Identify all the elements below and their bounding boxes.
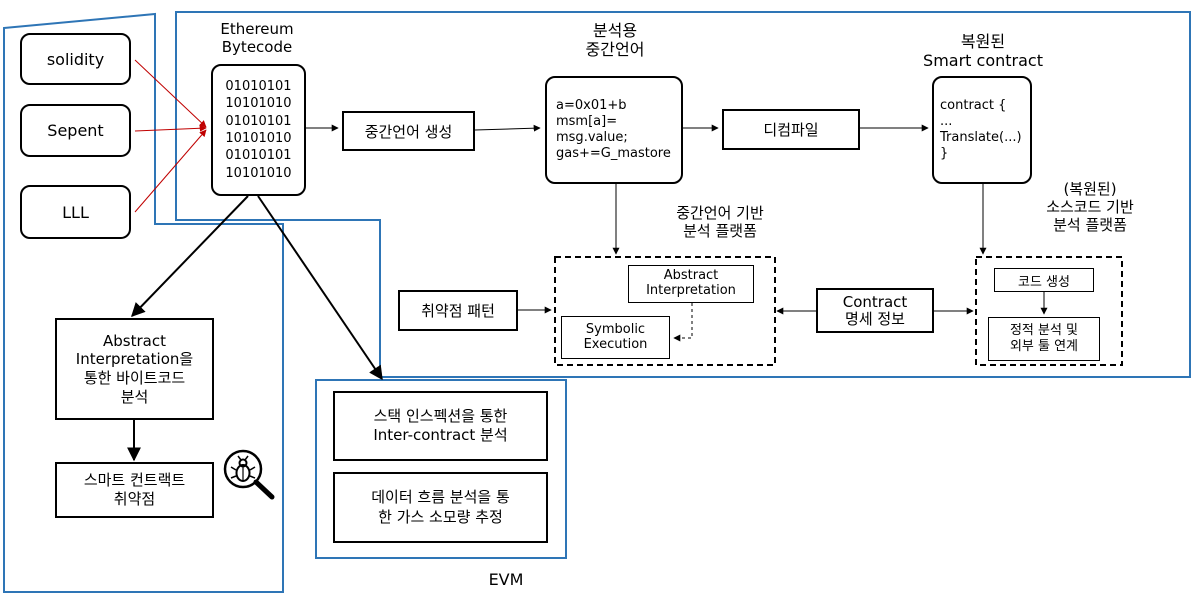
arrow-solidity bbox=[134, 59, 207, 128]
abstract-label: Abstract Interpretation bbox=[646, 268, 736, 298]
solidity-box: solidity bbox=[20, 33, 131, 85]
arrow-bytecode-evm bbox=[257, 195, 383, 381]
arrow-abstract-symbolic bbox=[673, 303, 693, 342]
src-platform-title: (복원된) 소스코드 기반 분석 플랫폼 bbox=[1046, 180, 1134, 234]
ir-gen-box: 중간언어 생성 bbox=[342, 111, 475, 151]
decompile-box: 디컴파일 bbox=[722, 109, 860, 150]
arrow-lll bbox=[134, 129, 207, 213]
evm-label: EVM bbox=[488, 570, 524, 589]
decompile-label: 디컴파일 bbox=[763, 121, 819, 139]
restored-code: contract { ... Translate(...) } bbox=[940, 97, 1022, 162]
evm-stack-label: 스택 인스펙션을 통한 Inter-contract 분석 bbox=[373, 406, 508, 445]
sepent-box: Sepent bbox=[20, 104, 131, 157]
restored-title: 복원된 Smart contract bbox=[923, 32, 1043, 71]
lll-label: LLL bbox=[62, 202, 89, 222]
bytecode-box: 01010101 10101010 01010101 10101010 0101… bbox=[211, 64, 306, 196]
ir-platform-box bbox=[554, 256, 776, 366]
vuln-pattern-box: 취약점 패턴 bbox=[398, 290, 518, 331]
evm-gas-box: 데이터 흐름 분석을 통 한 가스 소모량 추정 bbox=[333, 472, 548, 543]
evm-stack-box: 스택 인스펙션을 통한 Inter-contract 분석 bbox=[333, 391, 548, 461]
codegen-label: 코드 생성 bbox=[1018, 274, 1070, 290]
ai-analysis-box: Abstract Interpretation을 통한 바이트코드 분석 bbox=[55, 318, 214, 420]
arrow-bytecode-ai bbox=[131, 195, 249, 318]
ir-platform-title: 중간언어 기반 분석 플랫폼 bbox=[676, 204, 764, 240]
lll-box: LLL bbox=[20, 185, 131, 239]
static-box: 정적 분석 및 외부 툴 연계 bbox=[988, 317, 1100, 361]
frontend-region-border bbox=[3, 12, 284, 593]
bytecode-lines: 01010101 10101010 01010101 10101010 0101… bbox=[225, 79, 292, 181]
bug-search-icon bbox=[223, 449, 275, 500]
smart-vuln-label: 스마트 컨트랙트 취약점 bbox=[83, 471, 186, 508]
bytecode-title: Ethereum Bytecode bbox=[220, 20, 294, 56]
ir-title: 분석용 중간언어 bbox=[585, 21, 645, 60]
contract-spec-box: Contract 명세 정보 bbox=[816, 288, 934, 333]
codegen-box: 코드 생성 bbox=[994, 268, 1094, 292]
symbolic-box: Symbolic Execution bbox=[561, 316, 670, 359]
symbolic-label: Symbolic Execution bbox=[583, 321, 648, 352]
ir-code-box: a=0x01+b msm[a]= msg.value; gas+=G_masto… bbox=[545, 76, 683, 184]
src-platform-box bbox=[975, 256, 1123, 366]
arrow-irgen-ir bbox=[474, 124, 541, 132]
smart-vuln-box: 스마트 컨트랙트 취약점 bbox=[55, 462, 214, 518]
static-label: 정적 분석 및 외부 툴 연계 bbox=[1009, 323, 1079, 354]
vuln-pattern-label: 취약점 패턴 bbox=[421, 302, 495, 320]
ir-gen-label: 중간언어 생성 bbox=[364, 122, 453, 141]
contract-spec-label: Contract 명세 정보 bbox=[842, 293, 908, 328]
ai-analysis-label: Abstract Interpretation을 통한 바이트코드 분석 bbox=[75, 331, 194, 406]
arrow-sepent bbox=[134, 124, 207, 132]
ir-code: a=0x01+b msm[a]= msg.value; gas+=G_masto… bbox=[556, 97, 671, 162]
restored-code-box: contract { ... Translate(...) } bbox=[932, 76, 1032, 184]
evm-gas-label: 데이터 흐름 분석을 통 한 가스 소모량 추정 bbox=[371, 488, 510, 526]
abstract-box: Abstract Interpretation bbox=[628, 265, 754, 303]
evm-region-border bbox=[315, 379, 567, 559]
sepent-label: Sepent bbox=[47, 121, 104, 140]
solidity-label: solidity bbox=[46, 49, 105, 69]
